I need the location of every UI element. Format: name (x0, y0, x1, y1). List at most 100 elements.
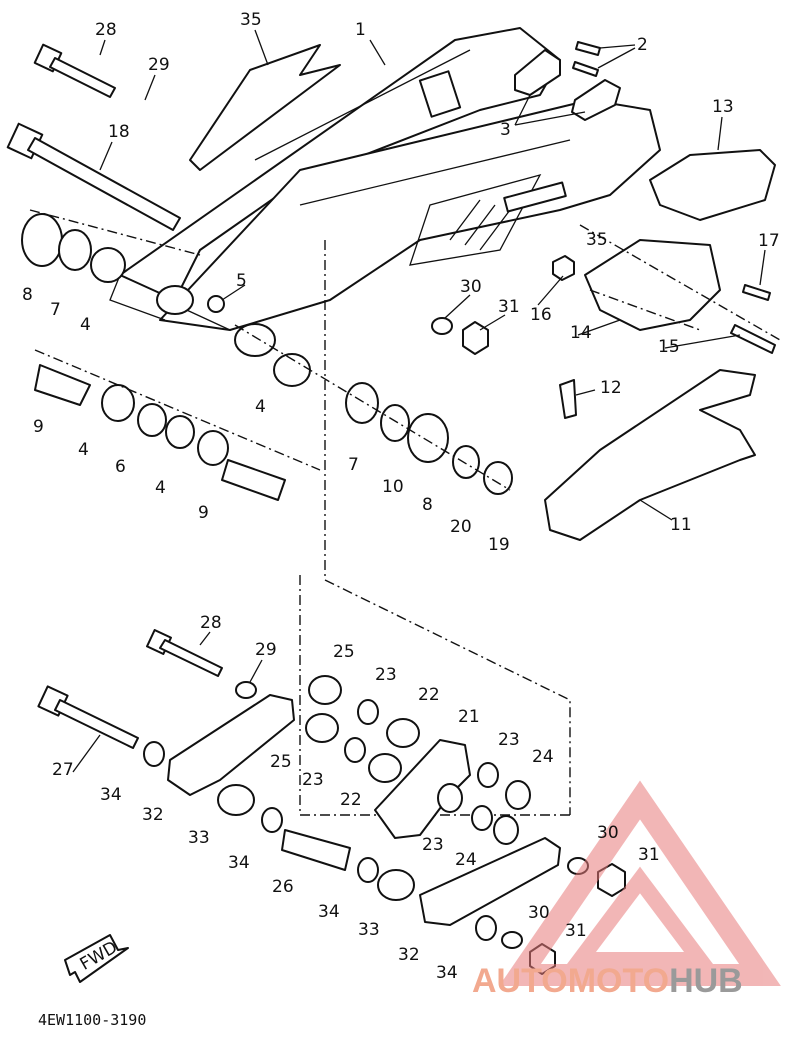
bolt-18 (6, 122, 181, 231)
part-label: 17 (758, 231, 780, 251)
part-label: 23 (422, 835, 444, 855)
connecting-rod-lower (419, 837, 561, 926)
part-label: 5 (236, 271, 247, 291)
part-label: 25 (270, 752, 292, 772)
washer-34a (143, 741, 165, 767)
adjuster-plates (514, 49, 621, 121)
part-label: 14 (570, 323, 592, 343)
watermark-triangle-inner-icon (564, 866, 716, 968)
bolt-17 (742, 284, 771, 301)
part-label: 21 (458, 707, 480, 727)
part-label: 3 (500, 120, 511, 140)
watermark-triangle-icon (499, 780, 781, 986)
part-label: 29 (255, 640, 277, 660)
part-number-labels: 28 29 35 1 2 3 13 18 8 7 4 5 17 16 30 31… (22, 10, 780, 983)
part-label: 30 (597, 823, 619, 843)
part-label: 31 (638, 845, 660, 865)
chain-guide (649, 149, 776, 221)
part-label: 2 (637, 35, 648, 55)
leader-lines (72, 29, 766, 773)
part-label: 16 (530, 305, 552, 325)
washer-30-top (431, 317, 453, 335)
swingarm (109, 27, 661, 357)
part-label: 34 (100, 785, 122, 805)
nut-31-top (462, 321, 489, 355)
shaft-26 (281, 829, 351, 871)
watermark-text: AUTOMOTOHUB (472, 962, 743, 1000)
collar-33a (217, 784, 255, 816)
part-label: 4 (78, 440, 89, 460)
screw-5 (207, 295, 225, 313)
part-label: 4 (155, 478, 166, 498)
part-label: 8 (422, 495, 433, 515)
forward-arrow: FWD (64, 934, 129, 983)
bolt-28-bottom (146, 629, 223, 677)
part-label: 22 (418, 685, 440, 705)
part-label: 25 (333, 642, 355, 662)
part-label: 20 (450, 517, 472, 537)
watermark-text-part2: HUB (669, 962, 743, 1000)
collar-33b (377, 869, 415, 901)
part-label: 23 (375, 665, 397, 685)
bearing-group-middle (34, 364, 286, 501)
part-label: 1 (355, 20, 366, 40)
washer-34c (357, 857, 379, 883)
bolts-2 (572, 41, 601, 77)
bushing-group-left (21, 213, 126, 283)
bolt-28-top (33, 43, 116, 98)
bolt-12 (559, 379, 577, 419)
part-label: 12 (600, 378, 622, 398)
part-label: 33 (188, 828, 210, 848)
diagram-code: 4EW1100-3190 (38, 1011, 146, 1029)
part-label: 24 (455, 850, 477, 870)
connecting-rod-upper (167, 694, 295, 796)
part-label: 32 (142, 805, 164, 825)
part-label: 27 (52, 760, 74, 780)
part-label: 6 (115, 457, 126, 477)
part-label: 24 (532, 747, 554, 767)
part-label: 28 (200, 613, 222, 633)
part-label: 28 (95, 20, 117, 40)
part-label: 13 (712, 97, 734, 117)
part-label: 29 (148, 55, 170, 75)
part-label: 23 (498, 730, 520, 750)
relay-arm (374, 739, 471, 839)
washer-34b (261, 807, 283, 833)
part-label: 22 (340, 790, 362, 810)
part-label: 7 (348, 455, 359, 475)
part-label: 4 (80, 315, 91, 335)
brace-arm (544, 369, 756, 541)
part-label: 34 (436, 963, 458, 983)
part-label: 11 (670, 515, 692, 535)
part-label: 4 (255, 397, 266, 417)
part-label: 9 (198, 503, 209, 523)
part-label: 35 (240, 10, 262, 30)
watermark-text-part1: AUTOMOTO (472, 962, 669, 1000)
part-label: 31 (565, 921, 587, 941)
bushing-group-right (345, 382, 513, 495)
part-label: 8 (22, 285, 33, 305)
bolt-27 (37, 685, 139, 749)
chain-guard-top (189, 44, 341, 171)
part-label: 19 (488, 535, 510, 555)
part-label: 18 (108, 122, 130, 142)
part-label: 34 (318, 902, 340, 922)
bolt-15 (730, 324, 776, 354)
washer-30b (501, 931, 523, 949)
part-label: 34 (228, 853, 250, 873)
part-label: 30 (528, 903, 550, 923)
part-label: 26 (272, 877, 294, 897)
part-label: 10 (382, 477, 404, 497)
watermark (499, 780, 781, 986)
part-label: 30 (460, 277, 482, 297)
part-label: 33 (358, 920, 380, 940)
part-label: 31 (498, 297, 520, 317)
washer-29-bottom (235, 681, 257, 699)
relay-bushings (305, 675, 531, 845)
part-label: 35 (586, 230, 608, 250)
part-label: 7 (50, 300, 61, 320)
chain-guard-plate (584, 239, 721, 331)
part-label: 23 (302, 770, 324, 790)
bolt-16 (552, 255, 575, 281)
